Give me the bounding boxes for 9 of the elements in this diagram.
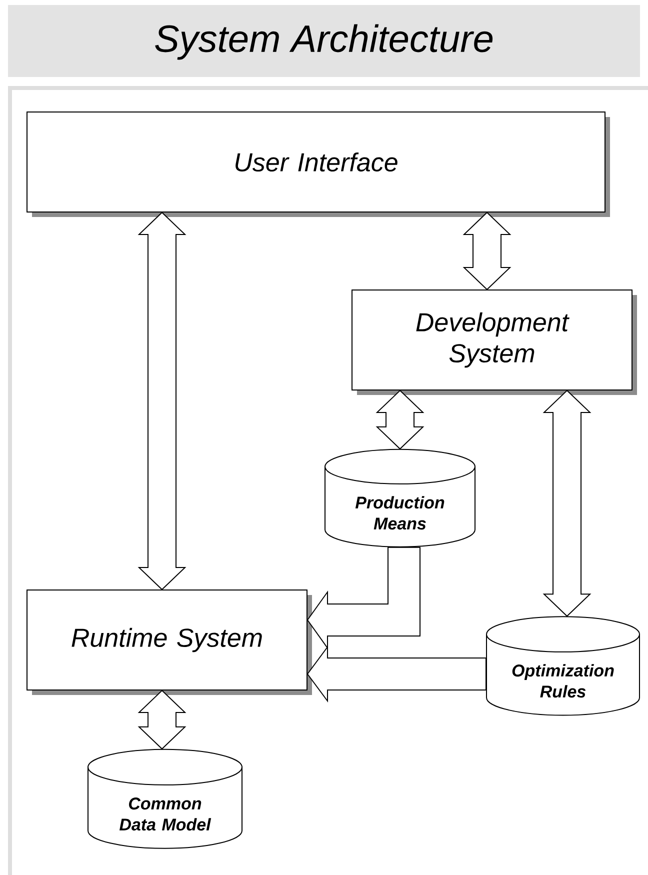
database-cylinder: Common Data Model: [88, 748, 242, 849]
system-box: Development System: [352, 290, 637, 395]
block-arrow: [306, 546, 420, 650]
system-box: User Interface: [26, 112, 610, 217]
database-cylinder: Production Means: [324, 448, 476, 548]
title-band: System Architecture: [8, 5, 640, 77]
block-arrow: [306, 645, 486, 703]
database-cylinder: Optimization Rules: [486, 616, 640, 716]
system-box: Runtime System: [26, 590, 312, 695]
